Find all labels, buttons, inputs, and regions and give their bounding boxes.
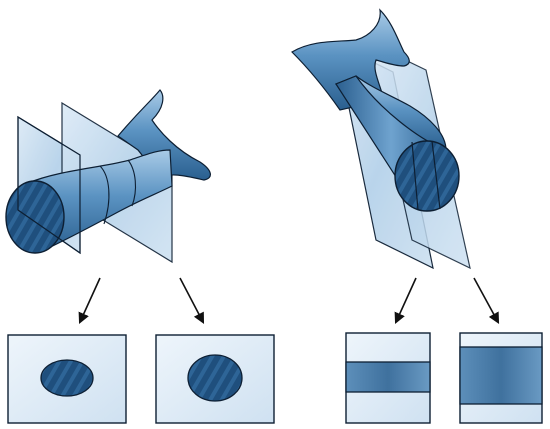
left-panel [5, 89, 275, 424]
arrow-left-2 [179, 277, 205, 324]
tube-end-cap-right [394, 140, 460, 212]
cut-plane-1-front-edge [17, 115, 81, 255]
plane-cut-line-a [411, 141, 419, 211]
plane-cut-line-b [431, 140, 441, 210]
section-narrow-band [345, 361, 431, 393]
tube-end-cap [5, 180, 65, 254]
right-panel [291, 8, 543, 424]
tube-cut-line [99, 165, 110, 225]
arrow-right-2 [473, 277, 500, 324]
section-wide-band [459, 346, 543, 405]
arrow-right-1 [394, 277, 417, 325]
vessel-tube [27, 149, 173, 253]
tube-cut-line-2 [127, 159, 137, 207]
vessel-branch [117, 89, 211, 181]
section-large-ellipse [187, 354, 243, 402]
section-small-ellipse [40, 359, 94, 397]
arrow-left-1 [78, 277, 101, 325]
